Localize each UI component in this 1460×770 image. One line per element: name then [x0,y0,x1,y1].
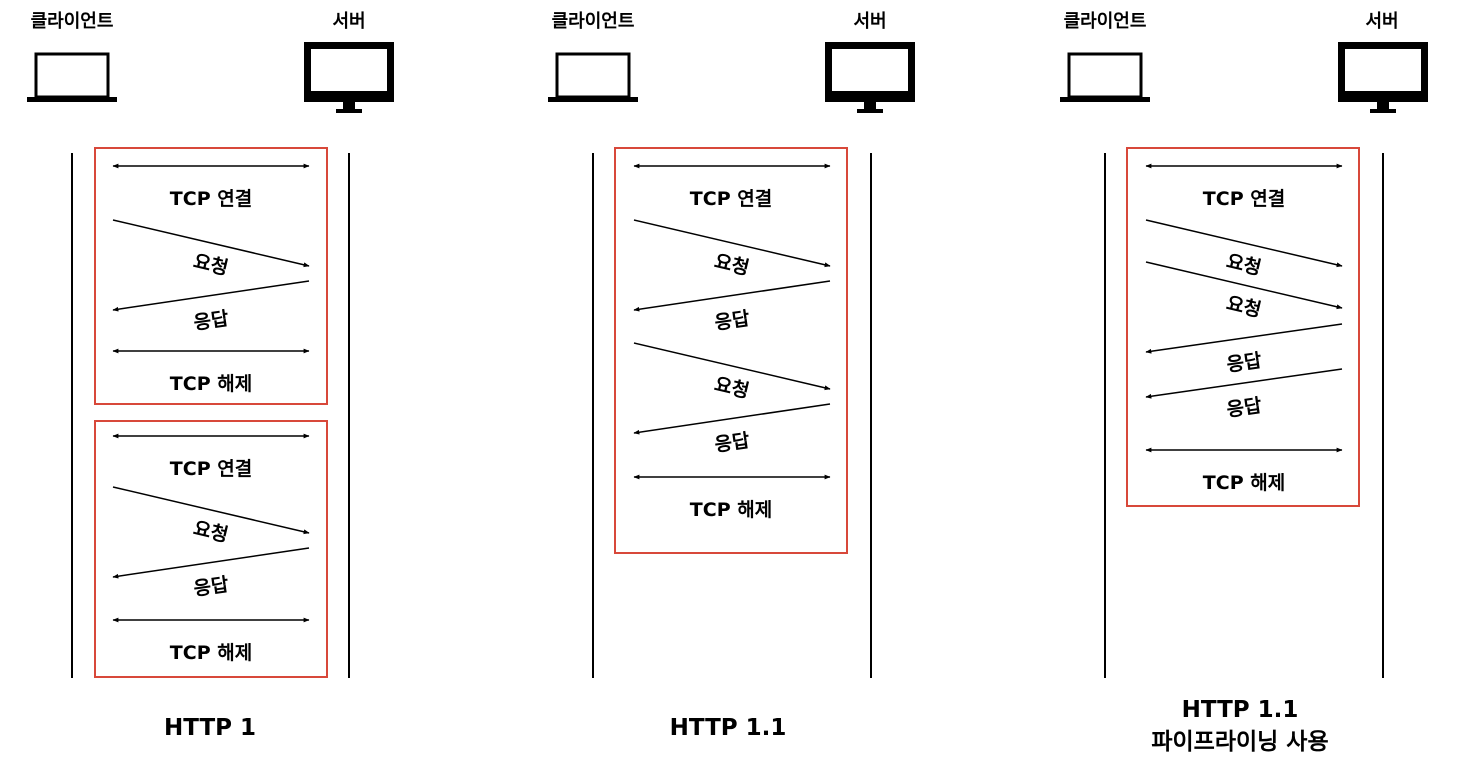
connection-box [614,147,848,554]
response-label: 응답 [713,430,751,457]
request-arrow [633,342,831,391]
request-arrow [1145,219,1343,268]
response-arrow [633,403,831,435]
tcp-close-label: TCP 해제 [170,642,252,664]
response-arrow [1145,323,1343,354]
response-arrow [1145,368,1343,399]
response-arrow [112,280,310,312]
response-label: 응답 [1225,350,1263,377]
tcp-close-label: TCP 해제 [170,373,252,395]
response-label: 응답 [192,574,230,601]
connection-box [1126,147,1360,507]
tcp-connect-label: TCP 연결 [170,458,252,480]
panel-http11: 클라이언트 서버 TCP 연결 요청 응답 요청 응답 TCP 해제 HTTP … [548,11,915,741]
response-label: 응답 [713,308,751,335]
response-arrow [633,280,831,312]
laptop-icon [27,52,117,102]
response-label: 응답 [1225,395,1263,422]
connection-box [94,420,328,678]
panel-http1: 클라이언트 서버 TCP 연결 요청 응답 TCP 해제 TCP 연결 요청 [27,11,394,741]
laptop-icon [1060,52,1150,102]
request-arrow [1145,261,1343,310]
request-label: 요청 [712,373,751,402]
caption-pipelining-line1: HTTP 1.1 [1182,697,1299,723]
client-header: 클라이언트 [31,11,114,32]
server-header: 서버 [1365,11,1398,32]
request-arrow [633,219,831,268]
request-label: 요청 [1224,250,1263,279]
monitor-icon [1338,42,1428,113]
panel-http11-pipelining: 클라이언트 서버 TCP 연결 요청 요청 응답 응답 TCP 해제 HTTP … [1060,11,1428,755]
laptop-icon [548,52,638,102]
response-arrow [112,547,310,579]
server-header: 서버 [853,11,886,32]
request-arrow [112,486,310,535]
tcp-connect-label: TCP 연결 [170,188,252,210]
tcp-connect-label: TCP 연결 [690,188,772,210]
server-header: 서버 [332,11,365,32]
request-label: 요청 [191,250,230,279]
tcp-close-label: TCP 해제 [690,499,772,521]
caption-http11: HTTP 1.1 [670,715,787,741]
monitor-icon [825,42,915,113]
tcp-close-label: TCP 해제 [1203,472,1285,494]
caption-pipelining-line2: 파이프라이닝 사용 [1151,729,1328,755]
request-label: 요청 [712,250,751,279]
tcp-connect-label: TCP 연결 [1203,188,1285,210]
request-label: 요청 [191,517,230,546]
monitor-icon [304,42,394,113]
client-header: 클라이언트 [1064,11,1147,32]
connection-box [94,147,328,405]
response-label: 응답 [192,308,230,335]
caption-http1: HTTP 1 [164,715,256,741]
request-label: 요청 [1224,292,1263,321]
request-arrow [112,219,310,268]
client-header: 클라이언트 [552,11,635,32]
